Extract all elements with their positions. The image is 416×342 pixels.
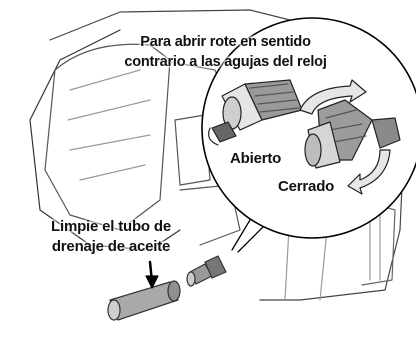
clean-tube-text: Limpie el tubo de drenaje de aceite bbox=[36, 217, 186, 257]
closed-valve-icon bbox=[304, 99, 401, 169]
clean-line-1: Limpie el tubo de bbox=[51, 218, 171, 235]
open-valve-icon bbox=[208, 79, 303, 146]
detail-magnifier bbox=[201, 17, 416, 239]
label-closed: Cerrado bbox=[278, 178, 335, 195]
drain-valve-icon bbox=[186, 255, 227, 287]
drain-tube bbox=[107, 280, 181, 321]
rotate-arrow-top-icon bbox=[299, 79, 367, 115]
rotate-arrow-bottom-icon bbox=[347, 149, 391, 195]
clean-line-2: drenaje de aceite bbox=[51, 238, 171, 255]
instruction-text: Para abrir rote en sentido contrario a l… bbox=[108, 32, 343, 72]
instruction-line-1: Para abrir rote en sentido bbox=[140, 34, 311, 50]
label-open: Abierto bbox=[230, 150, 282, 167]
instruction-line-2: contrario a las agujas del reloj bbox=[124, 54, 327, 70]
